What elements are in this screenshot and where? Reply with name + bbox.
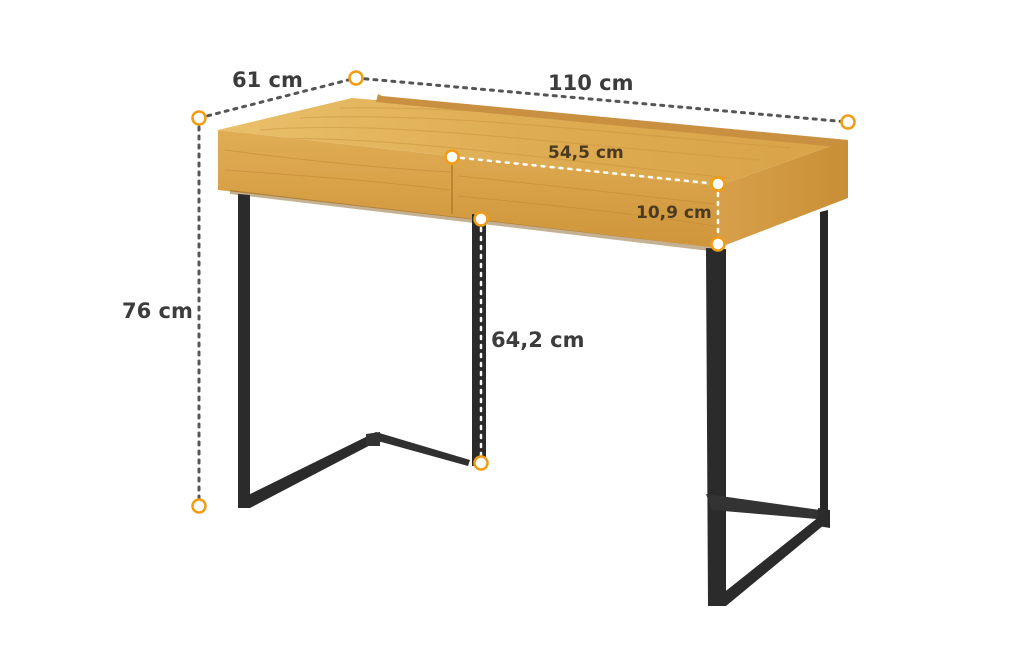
width-label: 110 cm bbox=[548, 71, 634, 95]
circle-marker-icon bbox=[191, 110, 207, 126]
circle-marker-icon bbox=[444, 149, 460, 165]
desk-back-edge bbox=[376, 94, 848, 148]
circle-marker-icon bbox=[191, 498, 207, 514]
middle-leg bbox=[472, 214, 486, 466]
dimension-lines bbox=[197, 76, 850, 508]
desk-top-surface bbox=[218, 98, 848, 186]
dimension-line-width bbox=[354, 76, 850, 124]
drawer-width-label: 54,5 cm bbox=[548, 143, 624, 163]
dimension-markers bbox=[191, 70, 856, 514]
drawer-height-label: 10,9 cm bbox=[636, 203, 712, 223]
circle-marker-icon bbox=[473, 455, 489, 471]
circle-marker-icon bbox=[473, 211, 489, 227]
circle-marker-icon bbox=[348, 70, 364, 86]
back-leg-frame bbox=[374, 210, 828, 522]
circle-marker-icon bbox=[710, 236, 726, 252]
left-leg-frame bbox=[238, 194, 380, 508]
desk-top bbox=[218, 94, 848, 252]
dimension-line-depth bbox=[197, 76, 358, 120]
right-leg-frame bbox=[706, 248, 830, 606]
desk-front-face bbox=[218, 130, 718, 248]
circle-marker-icon bbox=[710, 176, 726, 192]
clearance-height-label: 64,2 cm bbox=[491, 328, 585, 352]
depth-label: 61 cm bbox=[232, 68, 303, 92]
dimension-line-drawer-width bbox=[450, 155, 720, 186]
circle-marker-icon bbox=[840, 114, 856, 130]
height-label: 76 cm bbox=[122, 299, 193, 323]
desk-side-face bbox=[718, 140, 848, 248]
